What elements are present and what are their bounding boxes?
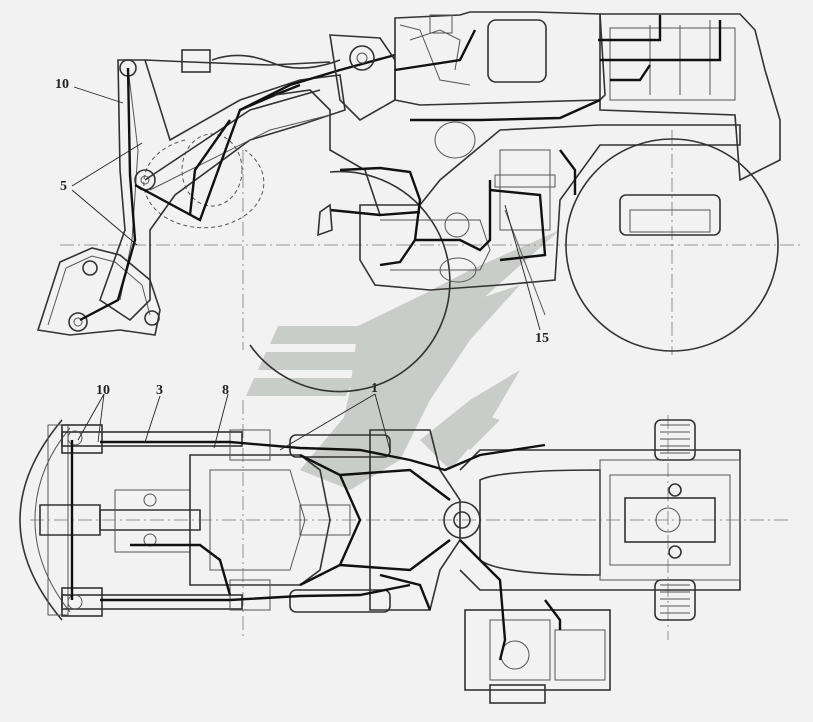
callout-label-10-side: 10 xyxy=(55,77,69,92)
side-tank xyxy=(464,609,611,691)
callout-label-3-top: 3 xyxy=(156,383,163,398)
leader-lines xyxy=(71,86,541,451)
engine-hood xyxy=(599,13,781,182)
bucket xyxy=(36,247,161,336)
callout-label-8-top: 8 xyxy=(222,383,229,398)
callout-label-15-side: 15 xyxy=(535,331,549,346)
rear-axle-top xyxy=(624,497,716,543)
callout-label-5-side: 5 xyxy=(60,179,67,194)
callout-label-10-top: 10 xyxy=(96,383,110,398)
front-wheel xyxy=(249,170,451,393)
top-view xyxy=(19,400,790,704)
rear-wheel xyxy=(565,138,779,352)
watermark-logo-icon xyxy=(246,230,560,490)
chassis-frame xyxy=(359,124,741,291)
bucket-top xyxy=(19,419,63,621)
callout-label-1-top: 1 xyxy=(371,381,378,396)
cab xyxy=(394,11,606,106)
side-view xyxy=(36,11,800,393)
